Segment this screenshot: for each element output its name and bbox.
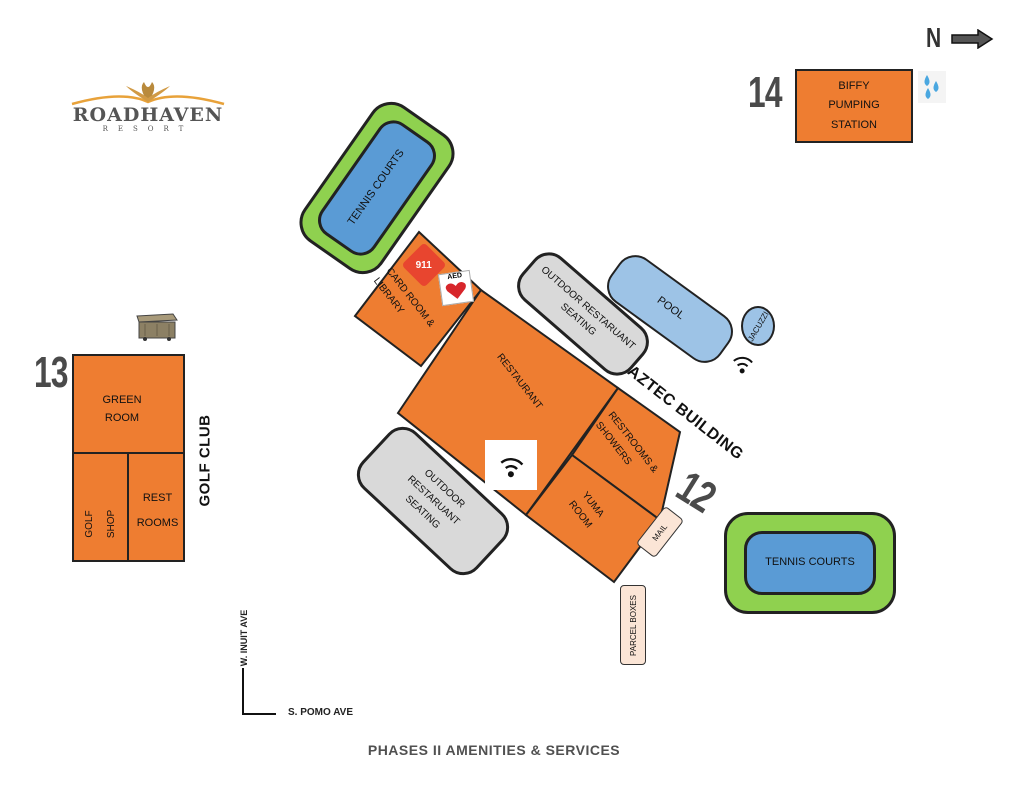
yuma-room-label: YUMA ROOM — [566, 489, 606, 531]
emergency-label: 911 — [415, 259, 433, 271]
dumpster-icon — [133, 306, 179, 342]
wifi-pool-icon — [728, 346, 759, 377]
phoenix-logo-icon — [71, 82, 225, 106]
restaurant-label: RESTAURANT — [494, 351, 545, 412]
jacuzzi[interactable]: JACUZZI — [741, 306, 775, 346]
rest-rooms[interactable]: REST ROOMS — [136, 492, 179, 530]
restrooms-label: RESTROOMS & SHOWERS — [593, 409, 660, 475]
tennis-courts-top[interactable]: TENNIS COURTS — [290, 92, 464, 284]
building-13-number: 13 — [34, 348, 69, 397]
parcel-label: PARCEL BOXES — [628, 594, 638, 656]
north-label: N — [926, 22, 942, 53]
logo-name: ROADHAVEN — [72, 104, 224, 126]
parcel-boxes[interactable]: PARCEL BOXES — [620, 585, 646, 665]
water-drops-icon — [918, 71, 946, 103]
aed-icon: AED — [437, 269, 475, 307]
wifi-restaurant-icon — [485, 440, 537, 490]
golf-club-label: GOLF CLUB — [196, 414, 214, 507]
street-inuit: W. INUIT AVE — [239, 609, 249, 667]
outdoor-bottom-label: OUTDOOR RESTARUANT SEATING — [402, 467, 467, 532]
golf-club-building: GREEN ROOM GOLF SHOP REST ROOMS — [72, 354, 185, 562]
arrow-right-icon — [951, 29, 994, 49]
tennis-courts-right[interactable]: TENNIS COURTS — [724, 512, 896, 614]
north-arrow: N — [926, 22, 996, 56]
jacuzzi-label: JACUZZI — [745, 309, 771, 343]
pool-label: POOL — [654, 294, 687, 323]
card-room-label: CARD ROOM & LIBRARY — [371, 265, 437, 330]
building-14-number: 14 — [748, 68, 783, 117]
logo-sub: RESORT — [102, 125, 194, 133]
street-pomo: S. POMO AVE — [288, 707, 354, 718]
biffy-pumping-station[interactable]: BIFFY PUMPING STATION — [795, 69, 913, 143]
street-corner — [240, 668, 278, 716]
mail-label: MAIL — [650, 521, 670, 543]
mail-box[interactable]: MAIL — [635, 505, 685, 559]
green-room[interactable]: GREEN ROOM — [102, 394, 142, 424]
roadhaven-logo: ROADHAVEN RESORT — [52, 80, 244, 135]
biffy-label: BIFFY PUMPING STATION — [828, 80, 880, 131]
tennis-top-label: TENNIS COURTS — [345, 147, 407, 228]
tennis-right-label: TENNIS COURTS — [765, 556, 855, 569]
map-title: PHASES II AMENITIES & SERVICES — [367, 742, 621, 758]
golf-shop[interactable]: GOLF SHOP — [84, 509, 117, 539]
